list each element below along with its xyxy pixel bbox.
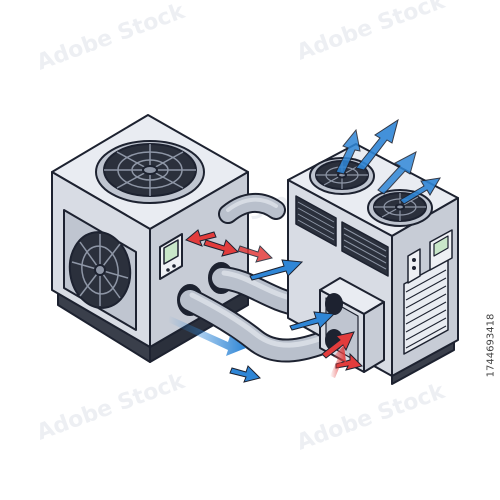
control-panel (407, 229, 453, 284)
stock-id-text: 1744693418 (485, 313, 497, 378)
stock-id-label: 1744693418 (484, 300, 498, 500)
fan-icon (95, 140, 205, 204)
watermark-text-4: Adobe Stock (34, 369, 190, 446)
arrow-red-icon (185, 229, 363, 378)
watermark-text-2: Adobe Stock (294, 0, 450, 66)
arrow-blue-icon (335, 118, 441, 205)
fan-icon (367, 189, 433, 227)
arrow-blue-icon (168, 259, 336, 383)
louvre-panel (295, 195, 389, 277)
fan-icon (63, 209, 137, 331)
watermark-text-5: Adobe Stock (294, 379, 450, 456)
control-panel (159, 233, 183, 280)
watermark-text-1: Adobe Stock (34, 0, 190, 76)
